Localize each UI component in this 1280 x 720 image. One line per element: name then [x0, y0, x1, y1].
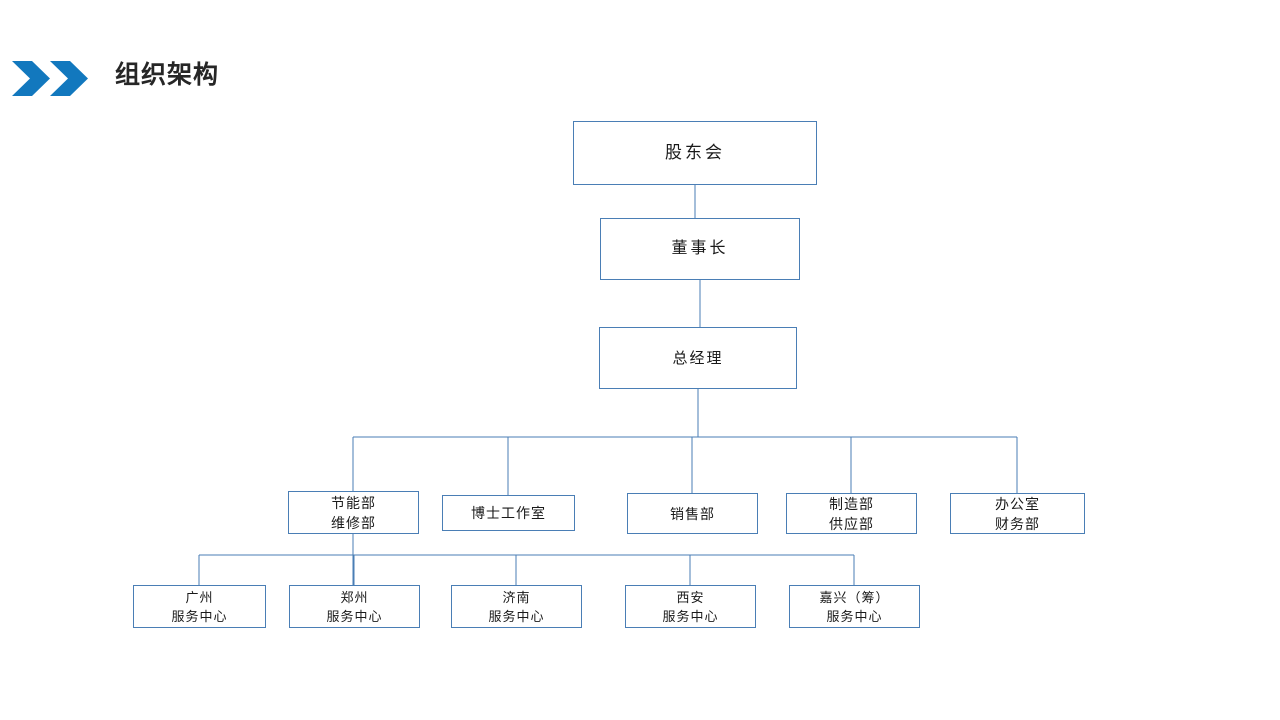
- org-node-label-line-1: 制造部: [829, 495, 874, 512]
- org-node-label-line-2: 服务中心: [171, 608, 228, 624]
- page-header: 组织架构: [0, 50, 1280, 105]
- org-node-chairman[interactable]: 董事长: [600, 218, 800, 280]
- org-node-energy-maintenance-dept[interactable]: 节能部 维修部: [288, 491, 419, 534]
- org-node-sales-dept[interactable]: 销售部: [627, 493, 758, 534]
- org-node-guangzhou-service-center[interactable]: 广州 服务中心: [133, 585, 266, 628]
- org-node-label-line-1: 济南: [502, 589, 531, 605]
- org-node-label-line-1: 郑州: [340, 589, 369, 605]
- double-chevron-right-icon: [12, 61, 88, 96]
- org-node-jinan-service-center[interactable]: 济南 服务中心: [451, 585, 582, 628]
- org-node-label-line-2: 供应部: [829, 515, 874, 532]
- org-node-label: 博士工作室: [471, 505, 546, 521]
- org-node-label: 销售部: [670, 505, 715, 522]
- org-node-label-line-2: 服务中心: [826, 608, 883, 624]
- org-node-label-line-2: 服务中心: [488, 608, 545, 624]
- org-node-label-line-1: 西安: [676, 589, 705, 605]
- org-node-label-line-2: 维修部: [331, 514, 376, 531]
- page-title: 组织架构: [115, 61, 220, 89]
- org-node-doctoral-workstation[interactable]: 博士工作室: [442, 495, 575, 531]
- org-node-label-line-1: 办公室: [995, 495, 1040, 512]
- org-node-label: 股东会: [665, 143, 725, 162]
- org-node-label-line-2: 服务中心: [326, 608, 383, 624]
- org-node-office-finance-dept[interactable]: 办公室 财务部: [950, 493, 1085, 534]
- org-node-label: 总经理: [672, 349, 724, 367]
- org-node-general-manager[interactable]: 总经理: [599, 327, 797, 389]
- org-node-label-line-2: 财务部: [995, 515, 1040, 532]
- org-node-label-line-2: 服务中心: [662, 608, 719, 624]
- org-node-label-line-1: 广州: [185, 589, 214, 605]
- org-node-zhengzhou-service-center[interactable]: 郑州 服务中心: [289, 585, 420, 628]
- org-node-shareholders-meeting[interactable]: 股东会: [573, 121, 817, 185]
- org-node-manufacturing-supply-dept[interactable]: 制造部 供应部: [786, 493, 917, 534]
- org-node-xian-service-center[interactable]: 西安 服务中心: [625, 585, 756, 628]
- org-node-label-line-1: 节能部: [331, 494, 376, 511]
- org-node-jiaxing-service-center[interactable]: 嘉兴（筹） 服务中心: [789, 585, 920, 628]
- org-node-label: 董事长: [671, 240, 729, 257]
- org-node-label-line-1: 嘉兴（筹）: [819, 589, 890, 605]
